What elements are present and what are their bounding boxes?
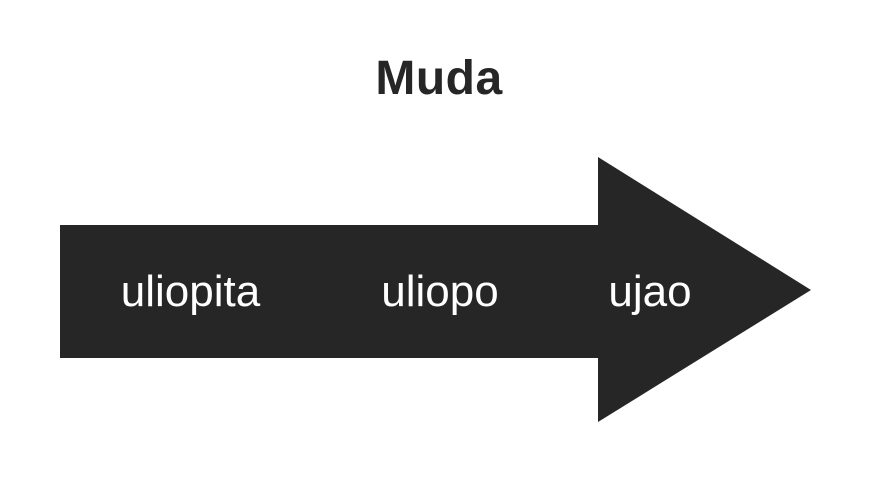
arrow-label-group: uliopita uliopo ujao bbox=[60, 225, 760, 358]
arrow-label-present: uliopo bbox=[381, 266, 499, 316]
arrow-label-past: uliopita bbox=[120, 266, 261, 316]
page-title: Muda bbox=[375, 52, 503, 105]
arrow-label-future: ujao bbox=[608, 266, 692, 316]
right-arrow-polygon bbox=[60, 157, 811, 422]
